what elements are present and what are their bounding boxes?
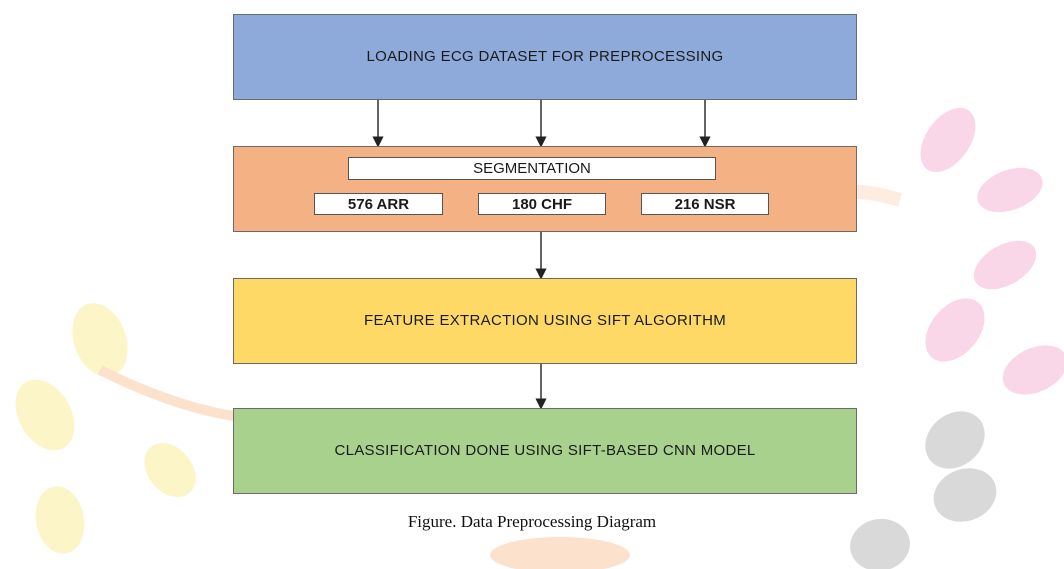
segment-arr: 576 ARR bbox=[314, 193, 443, 215]
segment-chf: 180 CHF bbox=[478, 193, 606, 215]
node-load-label: LOADING ECG DATASET FOR PREPROCESSING bbox=[366, 48, 724, 65]
node-classification-label: CLASSIFICATION DONE USING SIFT-BASED CNN… bbox=[334, 442, 756, 459]
node-feature-extraction: FEATURE EXTRACTION USING SIFT ALGORITHM bbox=[233, 278, 857, 364]
node-feature-label: FEATURE EXTRACTION USING SIFT ALGORITHM bbox=[363, 312, 726, 329]
node-classification: CLASSIFICATION DONE USING SIFT-BASED CNN… bbox=[233, 408, 857, 494]
figure-caption: Figure. Data Preprocessing Diagram bbox=[407, 512, 657, 531]
segmentation-title: SEGMENTATION bbox=[348, 157, 716, 180]
node-load-dataset: LOADING ECG DATASET FOR PREPROCESSING bbox=[233, 14, 857, 100]
segment-nsr: 216 NSR bbox=[641, 193, 769, 215]
